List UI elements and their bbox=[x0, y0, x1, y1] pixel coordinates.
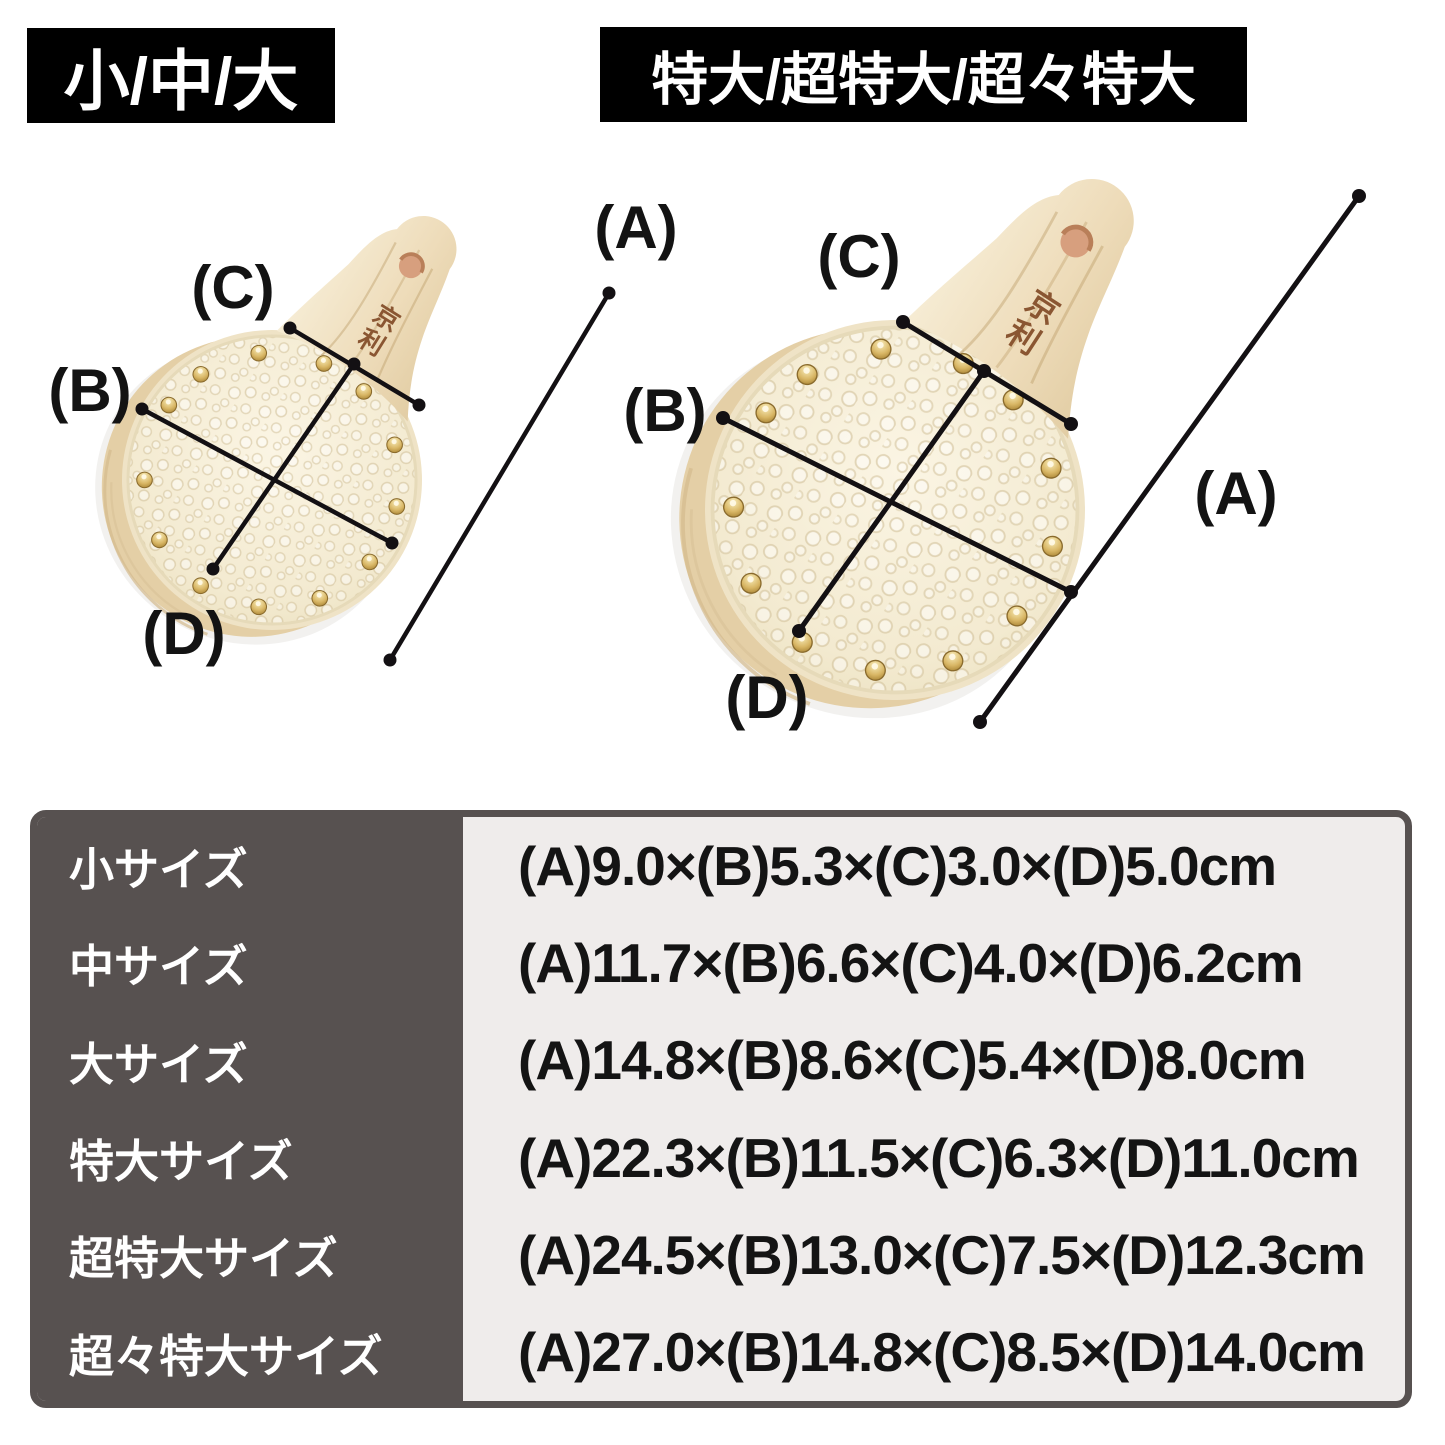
dim-line-d-right bbox=[792, 364, 991, 638]
dim-line-d-left bbox=[206, 357, 361, 576]
size-dimensions-cell: (A)27.0×(B)14.8×(C)8.5×(D)14.0cm bbox=[518, 1321, 1366, 1384]
dim-line-b-left bbox=[135, 402, 399, 550]
dim-label-a-right: (A) bbox=[1194, 460, 1277, 527]
dim-label-c-left: (C) bbox=[191, 254, 274, 321]
table-row: 特大サイズ (A)22.3×(B)11.5×(C)6.3×(D)11.0cm bbox=[37, 1108, 1405, 1207]
size-name-cell: 小サイズ bbox=[37, 817, 463, 915]
dimension-lines-right bbox=[716, 189, 1366, 729]
paddles-illustration: 京利 bbox=[36, 0, 1366, 810]
size-dimensions-cell: (A)24.5×(B)13.0×(C)7.5×(D)12.3cm bbox=[518, 1223, 1366, 1286]
size-name-cell: 超特大サイズ bbox=[37, 1206, 463, 1304]
size-name-cell: 大サイズ bbox=[37, 1011, 463, 1109]
dim-label-a-left: (A) bbox=[594, 194, 677, 261]
size-dimensions-cell: (A)14.8×(B)8.6×(C)5.4×(D)8.0cm bbox=[518, 1029, 1307, 1092]
table-row: 超特大サイズ (A)24.5×(B)13.0×(C)7.5×(D)12.3cm bbox=[37, 1206, 1405, 1304]
size-table: 小サイズ (A)9.0×(B)5.3×(C)3.0×(D)5.0cm 中サイズ … bbox=[30, 810, 1412, 1408]
dim-label-b-right: (B) bbox=[623, 377, 706, 444]
dim-line-a-right bbox=[973, 189, 1366, 729]
table-row: 超々特大サイズ (A)27.0×(B)14.8×(C)8.5×(D)14.0cm bbox=[37, 1303, 1405, 1401]
table-row: 大サイズ (A)14.8×(B)8.6×(C)5.4×(D)8.0cm bbox=[37, 1011, 1405, 1109]
size-dimensions-cell: (A)22.3×(B)11.5×(C)6.3×(D)11.0cm bbox=[518, 1126, 1360, 1189]
dim-line-a-left bbox=[383, 286, 616, 667]
dim-label-c-right: (C) bbox=[817, 223, 900, 290]
size-dimensions-cell: (A)11.7×(B)6.6×(C)4.0×(D)6.2cm bbox=[518, 931, 1304, 994]
size-group-badge-large: 特大/超特大/超々特大 bbox=[600, 27, 1247, 122]
dimension-lines-left bbox=[135, 286, 616, 667]
size-name-cell: 超々特大サイズ bbox=[37, 1303, 463, 1401]
table-row: 小サイズ (A)9.0×(B)5.3×(C)3.0×(D)5.0cm bbox=[37, 817, 1405, 915]
dim-label-d-left: (D) bbox=[142, 600, 225, 667]
size-group-badge-small: 小/中/大 bbox=[27, 28, 335, 123]
dim-label-d-right: (D) bbox=[725, 664, 808, 731]
dim-label-b-left: (B) bbox=[48, 357, 131, 424]
size-name-cell: 特大サイズ bbox=[37, 1108, 463, 1207]
table-row: 中サイズ (A)11.7×(B)6.6×(C)4.0×(D)6.2cm bbox=[37, 914, 1405, 1012]
size-name-cell: 中サイズ bbox=[37, 914, 463, 1012]
size-dimensions-cell: (A)9.0×(B)5.3×(C)3.0×(D)5.0cm bbox=[518, 834, 1277, 897]
